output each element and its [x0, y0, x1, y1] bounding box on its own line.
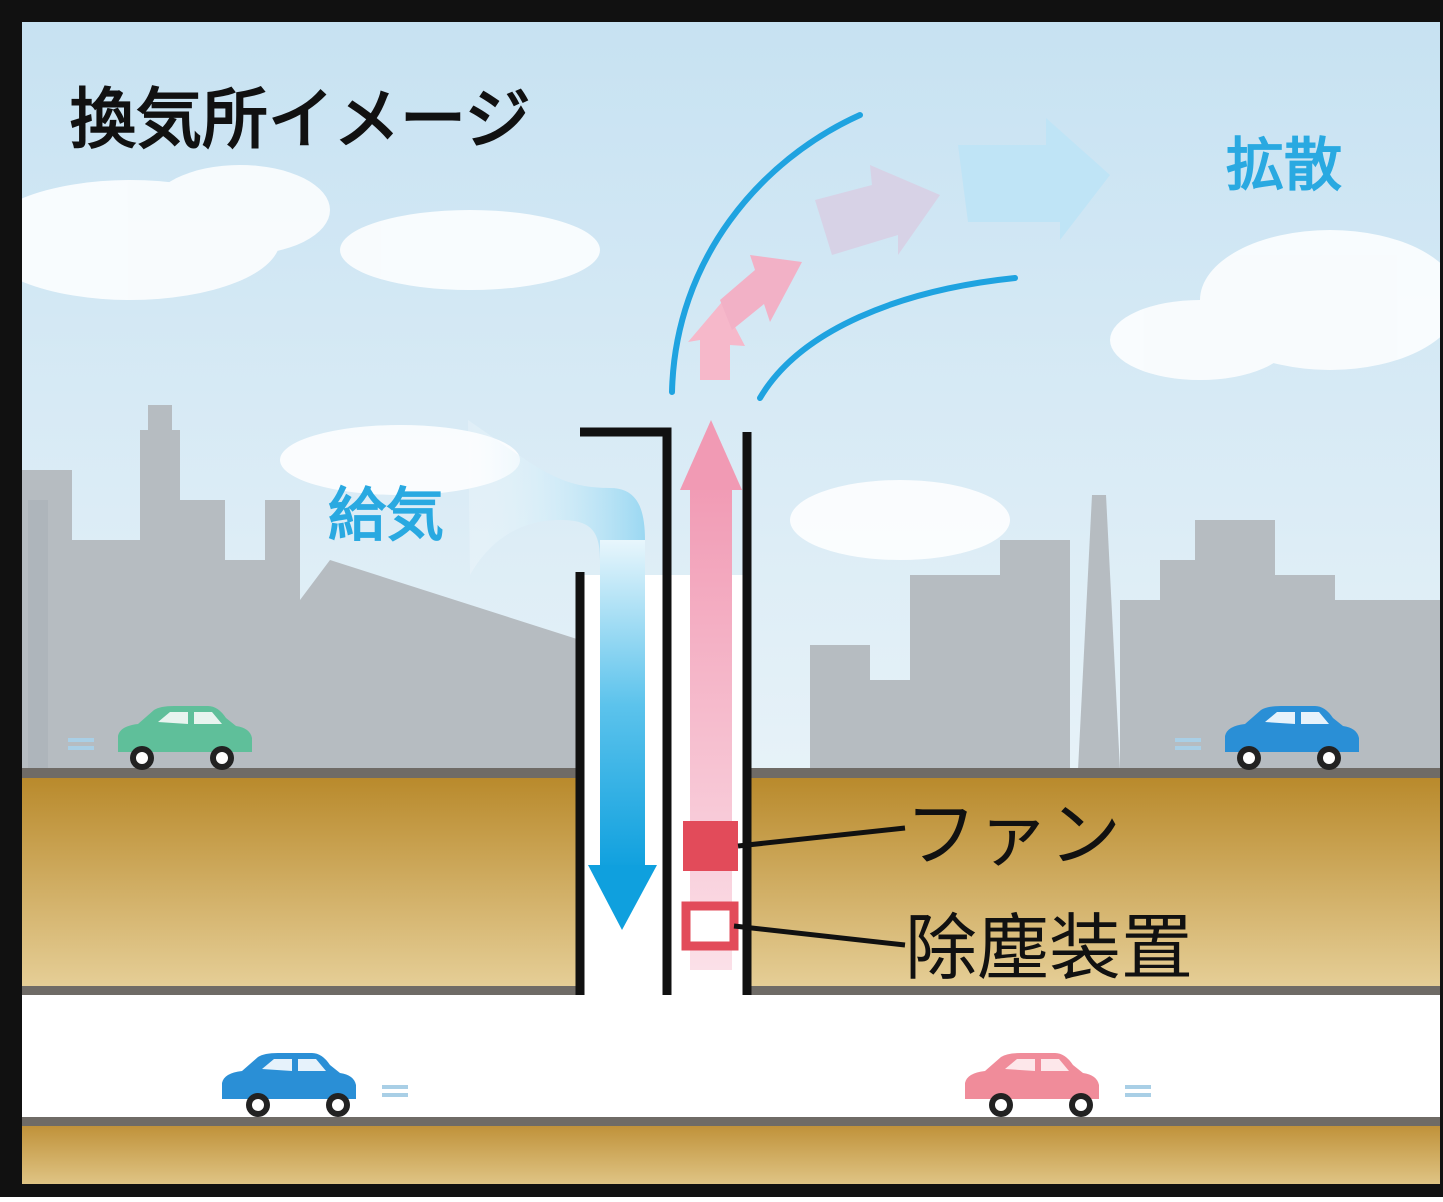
diffusion-label: 拡散: [1226, 131, 1342, 199]
diffusion-arrow-icon: [720, 255, 802, 330]
diffusion-arrow-icon: [958, 118, 1110, 240]
dust-removal-box: [681, 901, 739, 951]
diffusion-curves: [669, 112, 1018, 401]
tunnel-ceiling-left: [22, 986, 582, 995]
diffusion-arrow-icon: [815, 165, 940, 255]
tunnel-floor-line: [22, 1117, 1443, 1126]
ground-left: [22, 778, 582, 990]
fan-label: ファン: [905, 793, 1121, 877]
supply-air-flow: [468, 420, 657, 930]
fan-box: [683, 821, 738, 871]
clouds: [0, 165, 1443, 560]
shaft-walls: [575, 427, 752, 995]
up-arrow-icon: [680, 420, 742, 490]
diffusion-arrows: [688, 118, 1110, 380]
leader-lines: [733, 825, 906, 948]
ground-bottom: [22, 1126, 1443, 1190]
ground-surface-left: [22, 768, 582, 778]
dust-removal-label: 除塵装置: [905, 906, 1193, 990]
tunnel-ceiling-right: [750, 986, 1443, 995]
supply-air-label: 給気: [328, 481, 444, 549]
car-icon: [68, 706, 252, 770]
ground-right: [750, 778, 1443, 990]
ground-surface-right: [750, 768, 1443, 778]
exhaust-flow: [680, 420, 742, 970]
diagram-title: 換気所イメージ: [70, 81, 531, 158]
down-arrow-icon: [588, 865, 657, 930]
car-icon: [965, 1053, 1151, 1117]
car-icon: [1175, 706, 1359, 770]
car-icon: [222, 1053, 408, 1117]
